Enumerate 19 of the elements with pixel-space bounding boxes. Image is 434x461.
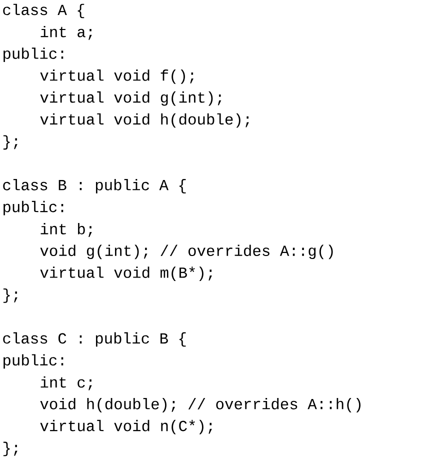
code-line: virtual void m(B*); [40, 266, 212, 281]
code-line: virtual void h(double); [40, 113, 249, 128]
code-line: int b; [40, 223, 92, 237]
code-line: class C : public B { [3, 332, 186, 347]
code-line: void g(int); // overrides A::g() [40, 244, 333, 260]
code-line: public: [4, 354, 64, 369]
code-line: public: [4, 48, 64, 62]
code-line: int a; [40, 26, 92, 40]
code-line: void h(double); // overrides A::h() [40, 398, 360, 412]
code-line: class B : public A { [3, 179, 186, 194]
code-line: }; [3, 288, 18, 303]
code-line: public: [4, 200, 64, 216]
code-line: int c; [40, 376, 92, 390]
code-line: }; [3, 135, 18, 150]
code-line: virtual void g(int); [40, 91, 222, 106]
code-line: class A { [3, 4, 84, 18]
code-line: virtual void f(); [40, 70, 194, 84]
code-line: virtual void n(C*); [40, 420, 212, 434]
code-line: }; [3, 442, 18, 456]
